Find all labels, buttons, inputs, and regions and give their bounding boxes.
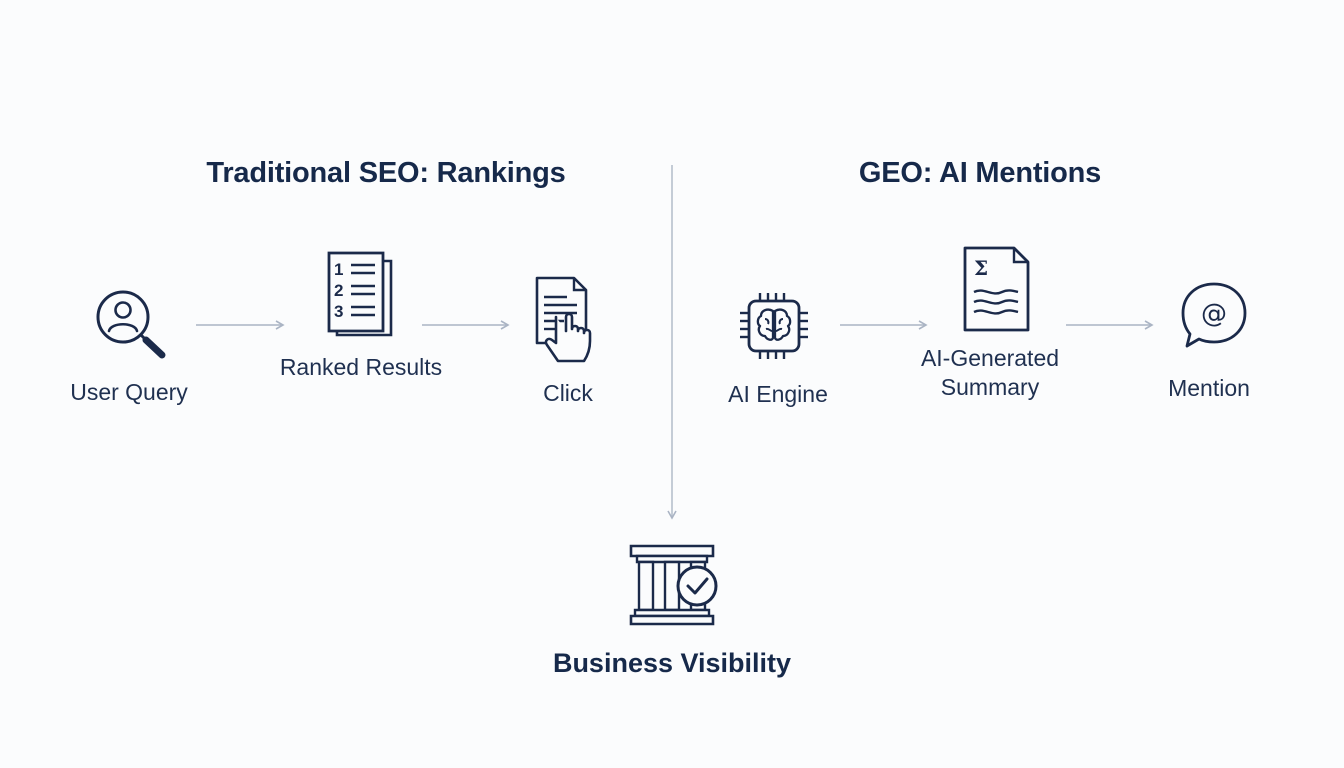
ai-brain-chip-icon bbox=[738, 291, 810, 361]
step-label-ranked-results: Ranked Results bbox=[279, 354, 443, 380]
svg-text:1: 1 bbox=[334, 260, 343, 279]
summary-document-icon: Σ bbox=[962, 245, 1032, 333]
step-label-click: Click bbox=[543, 380, 593, 406]
institution-check-icon bbox=[629, 544, 717, 628]
step-label-user-query: User Query bbox=[70, 379, 188, 405]
svg-text:Σ: Σ bbox=[974, 256, 988, 280]
svg-text:3: 3 bbox=[334, 302, 343, 321]
at-mention-bubble-icon: @ bbox=[1179, 281, 1249, 349]
left-section-title: Traditional SEO: Rankings bbox=[206, 157, 566, 189]
right-section-title: GEO: AI Mentions bbox=[858, 157, 1102, 189]
user-search-icon bbox=[96, 289, 168, 361]
svg-text:2: 2 bbox=[334, 281, 343, 300]
outcome-label: Business Visibility bbox=[552, 648, 792, 678]
step-label-ai-engine: AI Engine bbox=[728, 381, 828, 407]
document-click-hand-icon bbox=[534, 275, 602, 369]
svg-text:@: @ bbox=[1201, 299, 1227, 329]
ranked-list-document-icon: 1 2 3 bbox=[325, 251, 395, 339]
step-label-mention: Mention bbox=[1168, 375, 1250, 401]
